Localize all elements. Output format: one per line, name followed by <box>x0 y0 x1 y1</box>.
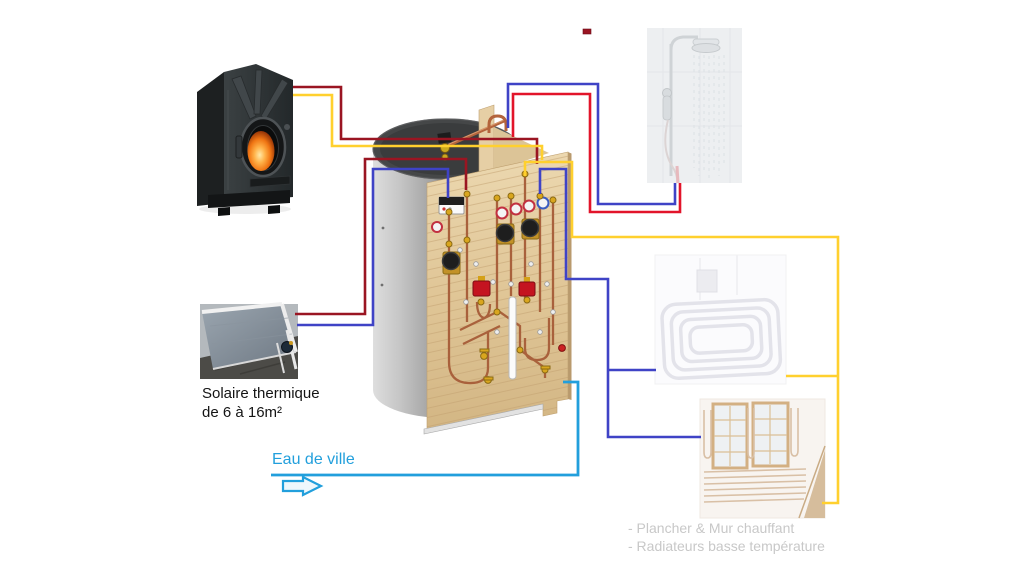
shower-spray-icon <box>693 55 725 178</box>
shower-column-icon <box>662 35 721 184</box>
circulation-pumps <box>441 218 540 275</box>
safety-valves <box>472 276 536 297</box>
shower-cold-pipe <box>506 82 677 206</box>
heating-note-line2: - Radiateurs basse température <box>628 537 825 554</box>
solar-caption-line1: Solaire thermique <box>202 385 320 402</box>
controller-unit <box>438 196 465 215</box>
shower-hot-pipe <box>511 92 682 214</box>
wood-stove-image <box>197 64 293 216</box>
sensor-tube <box>508 296 517 380</box>
wall-pipe-loops-icon <box>703 408 807 503</box>
stove-flow-pipe <box>293 85 539 164</box>
floor-heating-image <box>654 254 787 385</box>
wall-heating-image <box>699 398 826 519</box>
tank-top-fitting <box>437 114 508 161</box>
solar-collector-image <box>200 302 298 379</box>
city-water-arrow-icon <box>281 475 324 497</box>
stove-vents-icon <box>231 69 289 120</box>
solar-flow-pipe <box>295 157 468 316</box>
hydraulic-panel <box>423 151 572 435</box>
heating-flow-pipe <box>523 160 840 505</box>
heating-notes: - Plancher & Mur chauffant - Radiateurs … <box>628 520 825 555</box>
floor-pipe-coil-icon <box>660 297 783 380</box>
heating-note-line1: - Plancher & Mur chauffant <box>628 520 795 536</box>
city-water-pipe <box>271 380 580 477</box>
valve-handles <box>457 247 556 335</box>
solar-panel-surface <box>202 304 296 369</box>
shower-image <box>647 28 742 184</box>
solar-caption-line2: de 6 à 16m² <box>202 404 283 421</box>
city-water-caption: Eau de ville <box>272 451 355 468</box>
heating-return-pipe <box>538 167 701 439</box>
solar-return-pipe <box>297 167 450 327</box>
red-mark <box>582 28 592 35</box>
solar-caption: Solaire thermique de 6 à 16m² <box>202 384 320 422</box>
fire-icon <box>247 131 275 171</box>
stove-return-pipe <box>293 93 544 160</box>
thermometer-dot <box>558 344 566 352</box>
pressure-gauges <box>431 196 550 233</box>
pipe-lines <box>271 82 840 505</box>
